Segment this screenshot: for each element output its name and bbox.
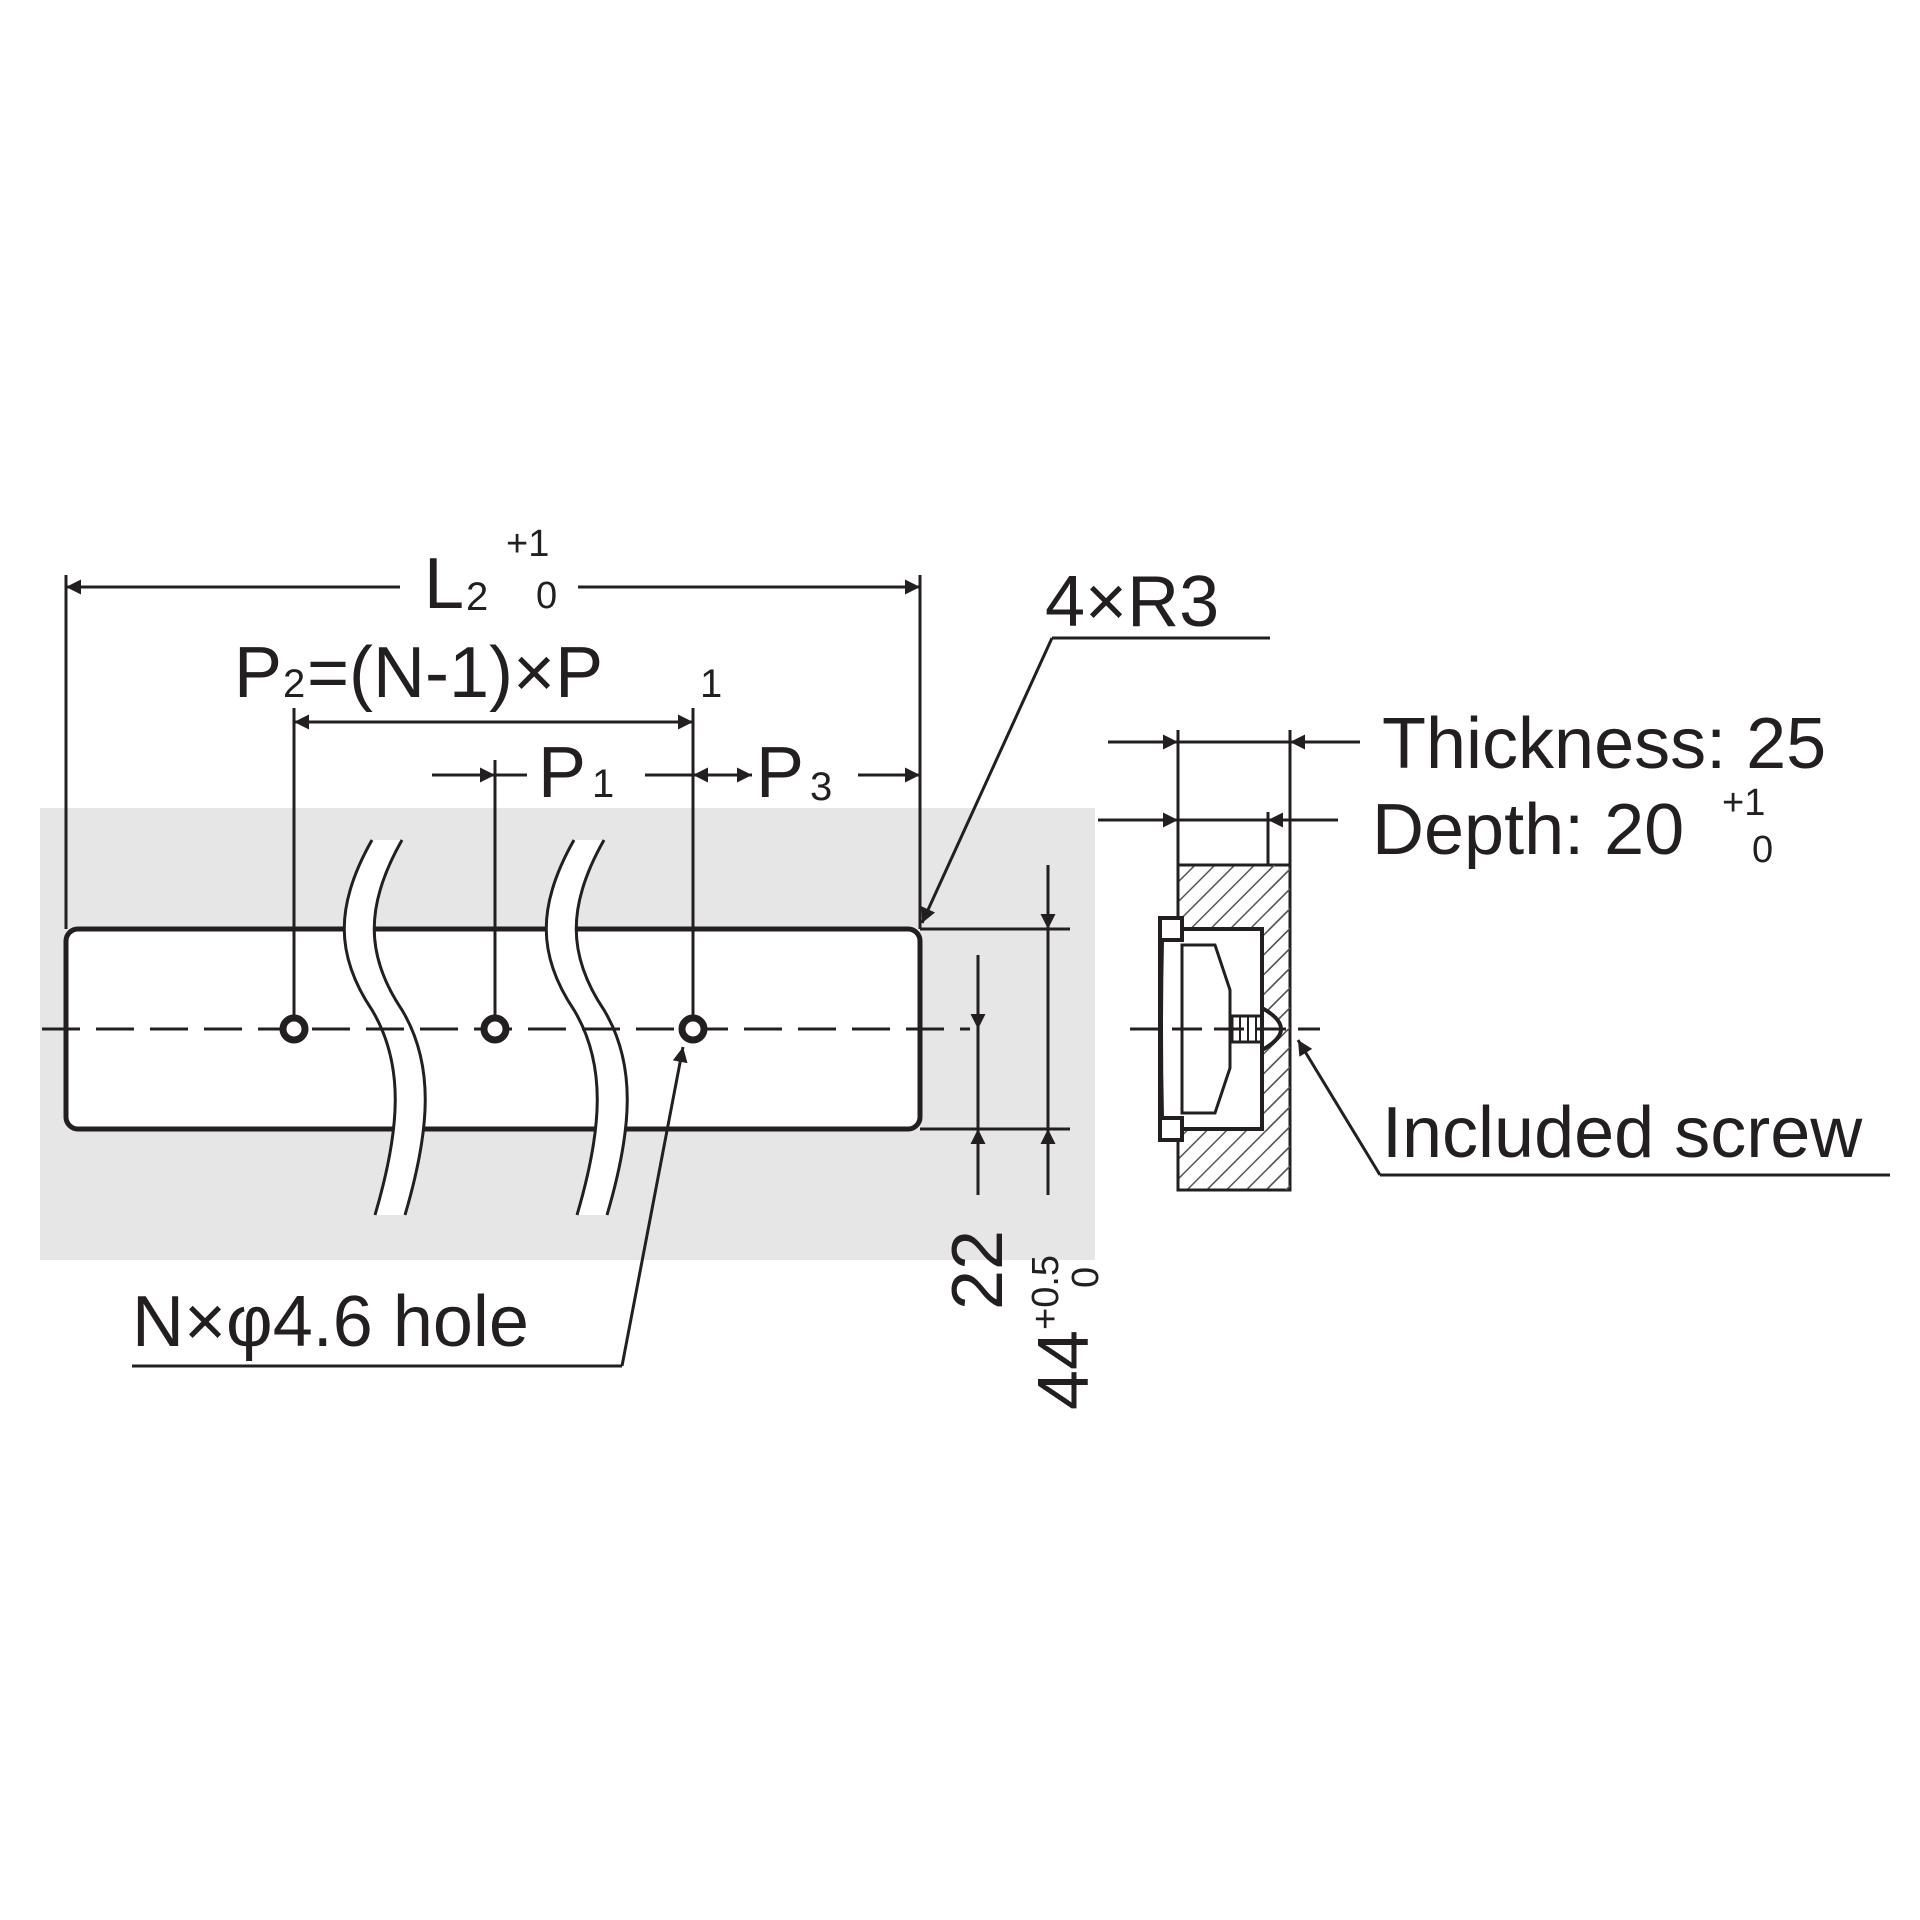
dimension-depth: Depth: 20 +1 0 — [1098, 782, 1773, 871]
label-thickness: Thickness: 25 — [1382, 704, 1826, 784]
label-half-height: 22 — [938, 1230, 1018, 1310]
leader-screw: Included screw — [1296, 1039, 1890, 1177]
label-pitch-sub: 1 — [592, 762, 614, 806]
label-overall-length: L — [424, 544, 464, 624]
label-height: 44 — [1024, 1330, 1104, 1410]
label-corner-radius: 4×R3 — [1045, 562, 1219, 642]
hole-3 — [678, 1014, 708, 1044]
label-pitch-total-p-sub: 2 — [283, 662, 305, 706]
label-overall-length-tol-lower: 0 — [536, 575, 557, 617]
label-hole: N×φ4.6 hole — [132, 1282, 529, 1362]
label-depth-tol-upper: +1 — [1722, 782, 1765, 824]
label-height-tol-upper: +0.5 — [1025, 1255, 1067, 1330]
label-pitch-total-p1-sub: 1 — [700, 662, 722, 706]
label-height-tol-lower: 0 — [1065, 1267, 1107, 1288]
dimension-pitch: P 1 — [432, 733, 693, 813]
label-end-pitch: P — [756, 733, 804, 813]
label-depth-tol-lower: 0 — [1752, 829, 1773, 871]
label-overall-length-sub: 2 — [466, 575, 488, 619]
dimension-pitch-total: P 2 =(N-1)×P 1 — [234, 633, 722, 730]
extension-lines — [64, 575, 1070, 1131]
label-pitch-total-eq: =(N-1)×P — [307, 633, 603, 713]
label-end-pitch-sub: 3 — [810, 765, 832, 809]
hole-2 — [480, 1014, 510, 1044]
label-pitch: P — [538, 733, 586, 813]
label-overall-length-tol-upper: +1 — [506, 523, 549, 565]
side-view — [1130, 730, 1320, 1192]
label-depth: Depth: 20 — [1372, 790, 1684, 870]
dimension-overall-length: L 2 +1 0 — [66, 523, 920, 624]
leader-corner-radius: 4×R3 — [920, 562, 1270, 924]
label-screw: Included screw — [1382, 1093, 1863, 1173]
dimension-half-height: 22 — [938, 955, 1018, 1310]
dimension-end-pitch: P 3 — [693, 733, 920, 813]
dimension-height: 44 +0.5 0 — [1024, 865, 1107, 1410]
hole-1 — [279, 1014, 309, 1044]
leader-hole: N×φ4.6 hole — [132, 1046, 688, 1368]
label-pitch-total-p: P — [234, 633, 282, 713]
dimension-thickness: Thickness: 25 — [1108, 704, 1826, 784]
